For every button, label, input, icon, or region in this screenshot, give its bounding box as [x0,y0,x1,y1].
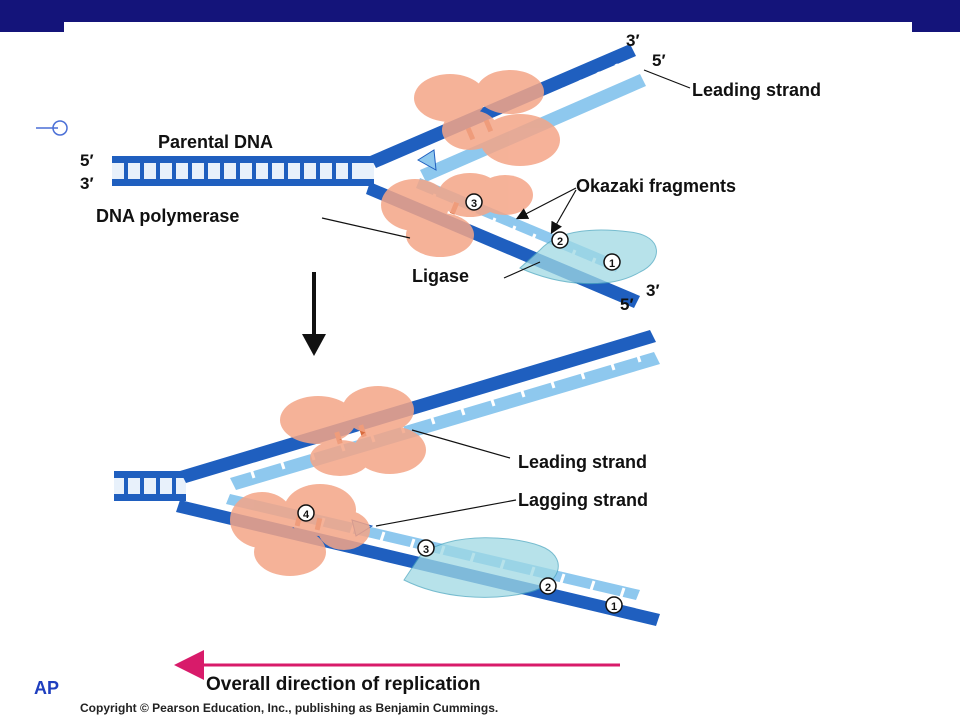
top-replication-fork: 3 2 1 5′ 3′ 3′ 5′ 3′ 5′ Parental DNA Lea… [80,31,821,314]
bottom-fragment-number-2: 2 [539,577,557,595]
leading-strand-label-bottom: Leading strand [518,452,647,472]
three-prime-bottom-label: 3′ [646,281,660,300]
bottom-parental-helix [114,471,186,501]
overall-direction-label: Overall direction of replication [206,674,481,695]
fragment-number-3: 3 [465,193,483,211]
slide-right-accent [912,22,960,32]
down-arrow-icon [302,272,326,356]
five-prime-bottom-label: 5′ [620,295,634,314]
svg-text:1: 1 [611,601,617,613]
slide-header-bar [0,0,960,22]
svg-text:3: 3 [423,544,429,556]
svg-text:4: 4 [303,509,310,521]
fragment-number-2: 2 [551,231,569,249]
bottom-polymerase-lagging [230,484,370,576]
parental-dna-label: Parental DNA [158,132,273,152]
svg-text:1: 1 [609,258,615,270]
svg-text:2: 2 [557,236,563,248]
slide-left-accent [0,22,64,32]
bottom-replication-fork: 4 3 2 1 Leading strand Lagging strand [114,330,660,626]
ligase-label: Ligase [412,266,469,286]
dna-polymerase-label: DNA polymerase [96,206,239,226]
bottom-ligase-enzyme [403,537,559,598]
ap-label: AP [34,678,60,698]
bottom-fragment-number-3: 3 [417,539,435,557]
bottom-fragment-number-1: 1 [605,596,623,614]
leading-strand-label-top: Leading strand [692,80,821,100]
parental-dna-helix [112,156,374,186]
svg-text:3: 3 [471,198,477,210]
bullet-circle-icon [36,120,68,136]
bottom-polymerase-leading [280,386,426,476]
three-prime-left-label: 3′ [80,174,94,193]
three-prime-top-label: 3′ [626,31,640,50]
five-prime-top-label: 5′ [652,51,666,70]
bottom-fragment-number-4: 4 [297,504,315,522]
lagging-strand-label: Lagging strand [518,490,648,510]
copyright-text: Copyright © Pearson Education, Inc., pub… [80,701,498,715]
okazaki-fragments-label: Okazaki fragments [576,176,736,196]
fragment-number-1: 1 [603,253,621,271]
five-prime-left-label: 5′ [80,151,94,170]
dna-polymerase-leading [414,70,560,166]
svg-text:2: 2 [545,582,551,594]
